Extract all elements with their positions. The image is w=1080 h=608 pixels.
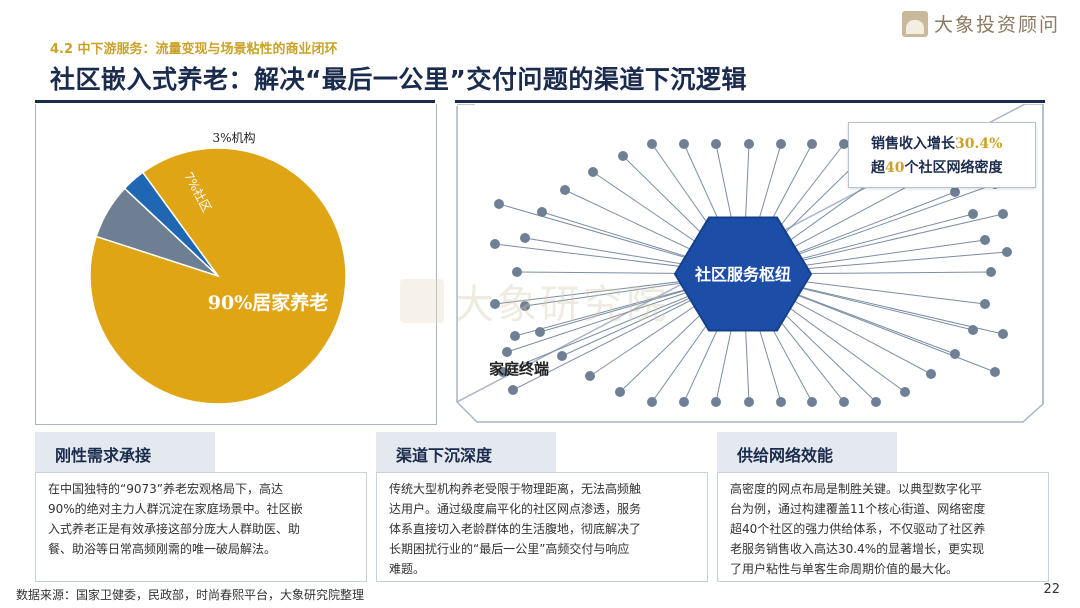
family-terminal-node xyxy=(490,239,500,249)
family-terminal-node xyxy=(512,267,522,277)
family-terminal-node xyxy=(744,139,754,149)
family-terminal-node xyxy=(557,351,567,361)
page-number: 22 xyxy=(1043,582,1060,597)
card-text: 传统大型机构养老受限于物理距离，无法高频触达用户。通过级度扁平化的社区网点渗透，… xyxy=(389,482,642,576)
family-terminal-node xyxy=(871,397,881,407)
family-terminal-node xyxy=(980,235,990,245)
family-terminal-node xyxy=(900,387,910,397)
card-supply: 高密度的网点布局是制胜关键。以典型数字化平台为例，通过构建覆盖11个核心街道、网… xyxy=(717,432,1049,582)
callout-density: 超40个社区网络密度 xyxy=(871,160,1003,176)
brand-logo: 大象投资顾问 xyxy=(901,10,1060,37)
family-terminal-node xyxy=(980,299,990,309)
family-terminal-node xyxy=(986,267,996,277)
family-terminal-node xyxy=(807,397,817,407)
card-title: 供给网络效能 xyxy=(737,446,834,465)
family-terminal-node xyxy=(776,397,786,407)
card-header: 刚性需求承接 xyxy=(35,432,215,472)
family-terminal-node xyxy=(618,151,628,161)
family-terminal-node xyxy=(679,397,689,407)
family-terminal-node xyxy=(508,385,518,395)
card-box: 传统大型机构养老受限于物理距离，无法高频触达用户。通过级度扁平化的社区网点渗透，… xyxy=(376,472,708,582)
family-terminal-node xyxy=(711,139,721,149)
card-box: 高密度的网点布局是制胜关键。以典型数字化平台为例，通过构建覆盖11个核心街道、网… xyxy=(717,472,1049,582)
family-terminal-node xyxy=(537,207,547,217)
family-terminal-node xyxy=(520,233,530,243)
elephant-logo-icon xyxy=(901,10,928,37)
family-terminal-node xyxy=(588,167,598,177)
family-terminal-node xyxy=(510,331,520,341)
family-terminal-node xyxy=(1002,247,1012,257)
hub-hexagon xyxy=(673,216,813,332)
family-terminal-node xyxy=(807,139,817,149)
family-terminal-node xyxy=(520,301,530,311)
pie-label-institution: 3%机构 xyxy=(212,130,255,145)
pie-slice-2 xyxy=(123,171,219,277)
section-label: 4.2 中下游服务：流量变现与场景粘性的商业闭环 xyxy=(50,42,338,57)
family-terminal-node xyxy=(647,397,657,407)
family-terminal-node xyxy=(679,139,689,149)
family-terminal-node xyxy=(711,397,721,407)
family-terminal-node xyxy=(950,187,960,197)
family-terminal-node xyxy=(998,329,1008,339)
family-terminal-node xyxy=(968,325,978,335)
terminal-label: 家庭终端 xyxy=(489,360,549,378)
hub-label: 社区服务枢纽 xyxy=(694,265,791,284)
network-panel: 社区服务枢纽家庭终端 xyxy=(455,103,1045,424)
family-terminal-node xyxy=(615,387,625,397)
callout-revenue: 销售收入增长30.4% xyxy=(871,136,1003,152)
family-terminal-node xyxy=(502,347,512,357)
family-terminal-node xyxy=(490,299,500,309)
family-terminal-node xyxy=(585,371,595,381)
family-terminal-node xyxy=(647,139,657,149)
growth-callout: 销售收入增长30.4% 超40个社区网络密度 xyxy=(848,122,1036,188)
title-underline xyxy=(0,100,1080,104)
family-terminal-node xyxy=(776,139,786,149)
card-title: 渠道下沉深度 xyxy=(396,446,493,465)
family-terminal-node xyxy=(498,367,508,377)
family-terminal-node xyxy=(494,199,504,209)
card-text: 高密度的网点布局是制胜关键。以典型数字化平台为例，通过构建覆盖11个核心街道、网… xyxy=(730,482,986,576)
family-terminal-node xyxy=(560,185,570,195)
card-header: 供给网络效能 xyxy=(717,432,897,472)
source-note: 数据来源：国家卫健委，民政部，时尚春熙平台，大象研究院整理 xyxy=(16,588,365,602)
family-terminal-node xyxy=(998,209,1008,219)
card-channel: 传统大型机构养老受限于物理距离，无法高频触达用户。通过级度扁平化的社区网点渗透，… xyxy=(376,432,708,582)
family-terminal-node xyxy=(535,327,545,337)
card-title: 刚性需求承接 xyxy=(55,446,152,465)
family-terminal-node xyxy=(926,369,936,379)
pie-label-home: 90%居家养老 xyxy=(208,291,329,314)
family-terminal-node xyxy=(968,209,978,219)
logo-text: 大象投资顾问 xyxy=(933,14,1060,36)
family-terminal-node xyxy=(950,349,960,359)
page-title: 社区嵌入式养老：解决“最后一公里”交付问题的渠道下沉逻辑 xyxy=(50,65,747,94)
family-terminal-node xyxy=(990,367,1000,377)
family-terminal-node xyxy=(839,397,849,407)
family-terminal-node xyxy=(839,139,849,149)
card-header: 渠道下沉深度 xyxy=(376,432,556,472)
family-terminal-node xyxy=(744,397,754,407)
